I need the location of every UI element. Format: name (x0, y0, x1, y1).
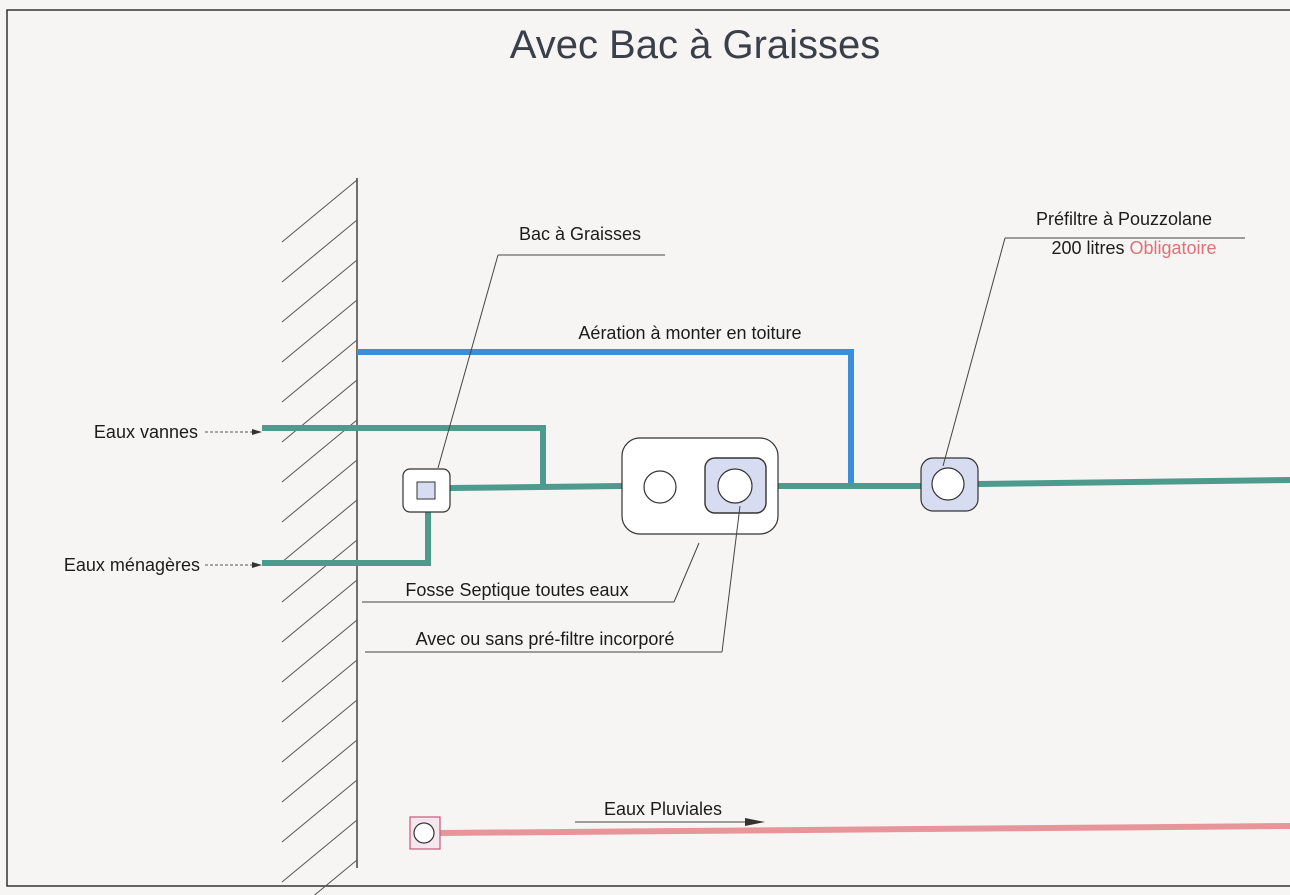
prefiltre-pouzzolane-box (920, 457, 979, 512)
hatch-stroke (281, 779, 358, 843)
hatch-stroke (281, 499, 358, 563)
bac-a-graisses-label: Bac à Graisses (519, 224, 641, 244)
hatch-stroke (281, 339, 358, 403)
aeration-pipe (357, 349, 854, 486)
fosse-septique-box (621, 437, 779, 535)
wall-hatching (281, 179, 358, 895)
pre-filtre-circle (717, 468, 753, 504)
bac-a-graisses-box (402, 468, 451, 513)
aeration-label: Aération à monter en toiture (578, 323, 801, 343)
diagram-title: Avec Bac à Graisses (510, 23, 881, 67)
hatch-stroke (281, 299, 358, 363)
pre-filtre-incorpore-label: Avec ou sans pré-filtre incorporé (416, 629, 675, 649)
fosse-septique-label: Fosse Septique toutes eaux (405, 580, 628, 600)
fosse-inlet-circle (643, 470, 677, 504)
eaux-menageres-arrow (205, 562, 262, 568)
page-frame (6, 9, 1290, 887)
fosse-leader-line (673, 542, 700, 603)
hatch-stroke (281, 579, 358, 643)
hatch-stroke (281, 619, 358, 683)
wall (281, 178, 358, 895)
hatch-stroke (281, 819, 358, 883)
prefiltre-obligatoire: Obligatoire (1130, 238, 1217, 258)
hatch-stroke (281, 219, 358, 283)
hatch-stroke (281, 259, 358, 323)
hatch-stroke (281, 179, 358, 243)
eaux-vannes-pipe (262, 425, 546, 486)
prefiltre-label-line2: 200 litres Obligatoire (1051, 238, 1216, 258)
hatch-stroke (313, 859, 358, 895)
incorpore-leader-line (721, 505, 741, 653)
eaux-menageres-label: Eaux ménagères (64, 555, 200, 575)
eaux-vannes-label: Eaux vannes (94, 422, 198, 442)
prefiltre-label-line1: Préfiltre à Pouzzolane (1036, 209, 1212, 229)
prefiltre-volume: 200 litres (1051, 238, 1124, 258)
hatch-stroke (281, 659, 358, 723)
prefiltre-outlet-pipe (977, 477, 1290, 487)
pluviales-arrow (745, 818, 765, 826)
hatch-stroke (281, 379, 358, 443)
prefiltre-leader-line (942, 237, 1006, 467)
eaux-menageres-pipe (262, 512, 431, 566)
hatch-stroke (281, 699, 358, 763)
hatch-stroke (281, 459, 358, 523)
hatch-stroke (281, 739, 358, 803)
rainwater-regard-box (409, 816, 441, 850)
bac-to-fosse-pipe (449, 483, 624, 491)
bac-leader-line (437, 254, 499, 469)
eaux-vannes-arrow (205, 429, 262, 435)
hatch-stroke (281, 539, 358, 603)
rainwater-pipe (439, 823, 1290, 836)
eaux-pluviales-label: Eaux Pluviales (604, 799, 722, 819)
